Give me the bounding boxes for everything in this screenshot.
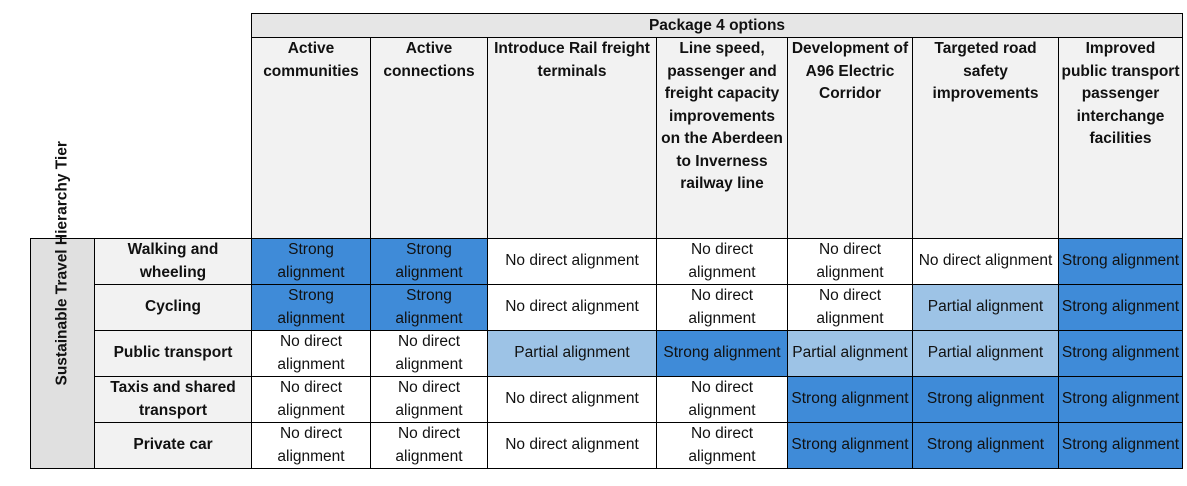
alignment-cell-none: No direct alignment xyxy=(370,376,488,423)
row-header: Walking and wheeling xyxy=(94,238,252,285)
alignment-cell-strong: Strong alignment xyxy=(787,422,913,469)
alignment-cell-none: No direct alignment xyxy=(370,422,488,469)
alignment-cell-none: No direct alignment xyxy=(487,422,657,469)
alignment-cell-strong: Strong alignment xyxy=(787,376,913,423)
alignment-cell-none: No direct alignment xyxy=(487,284,657,331)
row-header: Taxis and shared transport xyxy=(94,376,252,423)
column-header: Introduce Rail freight terminals xyxy=(487,37,657,239)
alignment-cell-strong: Strong alignment xyxy=(370,238,488,285)
row-header: Public transport xyxy=(94,330,252,377)
alignment-cell-none: No direct alignment xyxy=(912,238,1059,285)
column-header: Line speed, passenger and freight capaci… xyxy=(656,37,788,239)
alignment-cell-none: No direct alignment xyxy=(251,330,371,377)
alignment-cell-strong: Strong alignment xyxy=(912,376,1059,423)
table-row: Sustainable Travel Hierarchy Tier Walking… xyxy=(30,141,1183,469)
alignment-cell-partial: Partial alignment xyxy=(912,330,1059,377)
alignment-cell-partial: Partial alignment xyxy=(487,330,657,377)
column-header: Active connections xyxy=(370,37,488,239)
alignment-cell-strong: Strong alignment xyxy=(1058,330,1183,377)
tier-label-cell: Sustainable Travel Hierarchy Tier xyxy=(30,140,95,469)
column-header: Improved public transport passenger inte… xyxy=(1058,37,1183,239)
alignment-cell-strong: Strong alignment xyxy=(1058,422,1183,469)
package-header: Package 4 options xyxy=(251,13,1183,38)
alignment-cell-strong: Strong alignment xyxy=(656,330,788,377)
alignment-cell-strong: Strong alignment xyxy=(1058,284,1183,331)
column-header: Development of A96 Electric Corridor xyxy=(787,37,913,239)
column-header: Active communities xyxy=(251,37,371,239)
alignment-cell-none: No direct alignment xyxy=(656,422,788,469)
alignment-cell-strong: Strong alignment xyxy=(251,238,371,285)
alignment-cell-strong: Strong alignment xyxy=(1058,238,1183,285)
alignment-cell-none: No direct alignment xyxy=(656,238,788,285)
alignment-cell-strong: Strong alignment xyxy=(370,284,488,331)
tier-label: Sustainable Travel Hierarchy Tier xyxy=(53,140,71,385)
blank-corner xyxy=(30,13,252,239)
alignment-cell-strong: Strong alignment xyxy=(251,284,371,331)
alignment-cell-strong: Strong alignment xyxy=(912,422,1059,469)
alignment-cell-none: No direct alignment xyxy=(656,284,788,331)
alignment-cell-none: No direct alignment xyxy=(251,422,371,469)
alignment-cell-none: No direct alignment xyxy=(487,376,657,423)
alignment-cell-none: No direct alignment xyxy=(656,376,788,423)
alignment-cell-strong: Strong alignment xyxy=(1058,376,1183,423)
alignment-cell-none: No direct alignment xyxy=(487,238,657,285)
alignment-cell-none: No direct alignment xyxy=(787,238,913,285)
alignment-cell-none: No direct alignment xyxy=(251,376,371,423)
alignment-cell-none: No direct alignment xyxy=(787,284,913,331)
column-header: Targeted road safety improvements xyxy=(912,37,1059,239)
alignment-cell-partial: Partial alignment xyxy=(912,284,1059,331)
row-header: Private car xyxy=(94,422,252,469)
alignment-cell-none: No direct alignment xyxy=(370,330,488,377)
row-header: Cycling xyxy=(94,284,252,331)
alignment-cell-partial: Partial alignment xyxy=(787,330,913,377)
